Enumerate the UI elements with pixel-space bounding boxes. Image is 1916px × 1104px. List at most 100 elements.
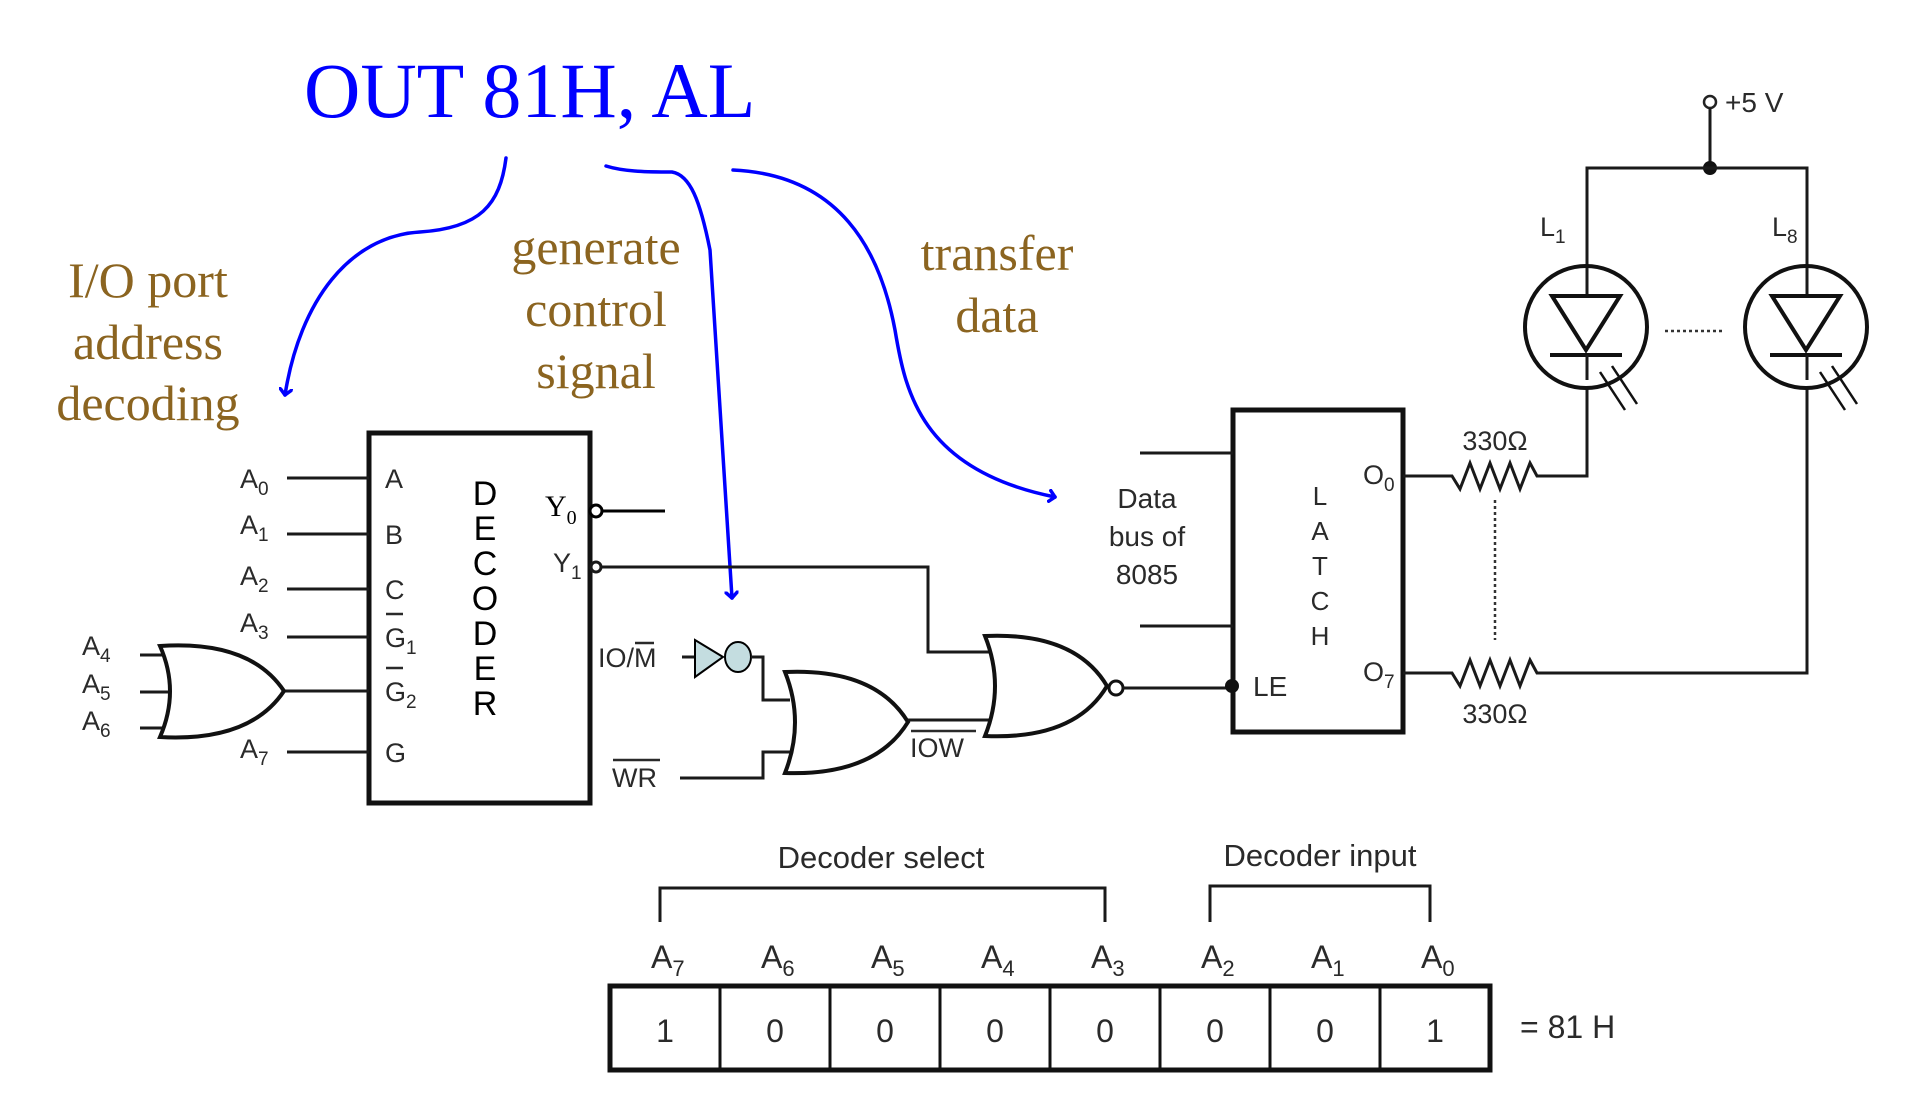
light-ray-icon — [1610, 365, 1639, 405]
decoder-title: D E C O D E R — [472, 475, 498, 723]
annotation-line: generate — [511, 219, 680, 275]
arrow-to-decoder — [285, 156, 508, 397]
bit-value: 0 — [1096, 1013, 1114, 1049]
decoder-letter: R — [473, 685, 498, 723]
bit-header: A6 — [761, 939, 795, 981]
io-m-label: IO/M — [598, 643, 657, 673]
resistor-label: 330Ω — [1462, 426, 1527, 456]
signal-label: A3 — [240, 608, 269, 644]
signal-label: A6 — [82, 706, 111, 742]
wr-label: WR — [612, 763, 657, 793]
wire-inv-to-or — [751, 655, 790, 702]
diode-icon — [1768, 294, 1844, 354]
arrow-to-control — [604, 164, 732, 600]
pin-label: A — [385, 464, 403, 494]
annotation-transfer-data: transfer data — [921, 225, 1074, 343]
resistor-label: 330Ω — [1462, 699, 1527, 729]
bit-header: A0 — [1421, 939, 1455, 981]
annotation-line: transfer — [921, 225, 1074, 281]
annotation-line: decoding — [56, 375, 239, 431]
or-gate-iow — [782, 669, 911, 776]
group-label-input: Decoder input — [1223, 838, 1416, 873]
data-bus-label: 8085 — [1116, 559, 1178, 590]
bit-header: A1 — [1311, 939, 1345, 981]
instruction-title: OUT 81H, AL — [304, 47, 755, 134]
resistor-zigzag — [1403, 380, 1809, 691]
decoder-box — [366, 430, 593, 806]
bit-header: A2 — [1201, 939, 1235, 981]
latch-output-label: O0 — [1363, 460, 1395, 496]
control-logic: IO/M WR IOW — [598, 633, 1239, 793]
latch-letter: T — [1312, 551, 1328, 581]
led-label: L8 — [1772, 212, 1798, 248]
supply-label: +5 V — [1725, 87, 1784, 118]
decoder-letter: O — [472, 580, 498, 618]
or-gate-shape — [157, 643, 287, 740]
or-gate-a4-a6: A4 A5 A6 — [82, 631, 287, 742]
annotation-line: signal — [536, 343, 655, 399]
signal-label: A2 — [240, 561, 269, 597]
bit-value: 0 — [876, 1013, 894, 1049]
inverter-bubble — [724, 641, 752, 673]
data-bus-label: bus of — [1109, 521, 1185, 552]
bit-header: A7 — [651, 939, 685, 981]
decoder-inputs: A0 A A1 B A2 C A3 G1 G2 A7 G — [240, 464, 417, 770]
pin-label: C — [385, 575, 405, 605]
led-l1: L1 — [1523, 212, 1649, 411]
supply-rail — [1585, 166, 1809, 268]
annotation-control-signal: generate control signal — [511, 219, 680, 399]
bit-header: A4 — [981, 939, 1015, 981]
bit-header: A5 — [871, 939, 905, 981]
output-label-y0: Y0 — [545, 490, 577, 529]
arrow-to-data-bus — [731, 168, 1057, 497]
latch-letter: C — [1311, 586, 1330, 616]
decoder-letter: D — [473, 615, 498, 653]
bit-value: 1 — [656, 1013, 674, 1049]
data-bus-label: Data — [1117, 483, 1177, 514]
bit-headers: A7 A6 A5 A4 A3 A2 A1 A0 — [651, 939, 1455, 981]
annotation-line: control — [525, 281, 667, 337]
bit-value: 1 — [1426, 1013, 1444, 1049]
inverter-triangle — [694, 638, 725, 679]
light-ray-icon — [1598, 371, 1627, 411]
bit-value: 0 — [766, 1013, 784, 1049]
iow-label: IOW — [910, 733, 965, 763]
latch: Data bus of 8085 L A T C H LE O0 O7 — [1109, 407, 1406, 735]
decoder-letter: D — [473, 475, 498, 513]
latch-letter: H — [1311, 621, 1330, 651]
decoder-letter: C — [473, 545, 498, 583]
wire-wr-to-or — [680, 750, 790, 780]
bit-header: A3 — [1091, 939, 1125, 981]
pin-label: B — [385, 520, 403, 550]
le-label: LE — [1253, 671, 1287, 702]
bit-value: 0 — [1206, 1013, 1224, 1049]
light-ray-icon — [1818, 371, 1847, 411]
decoder-outputs: Y0 Y1 — [545, 490, 990, 654]
pin-label: G1 — [385, 623, 417, 659]
supply-terminal — [1702, 94, 1718, 110]
pin-label: G2 — [385, 677, 417, 713]
resistor-r7: 330Ω — [1403, 380, 1809, 729]
bit-value: 0 — [1316, 1013, 1334, 1049]
resistor-zigzag — [1403, 380, 1589, 494]
y0-bubble — [588, 503, 604, 519]
decoder-letter: E — [474, 650, 497, 688]
table-result: = 81 H — [1520, 1009, 1615, 1045]
decoder-letter: E — [474, 510, 497, 548]
diode-icon — [1548, 294, 1624, 354]
signal-label: A4 — [82, 631, 111, 667]
latch-output-label: O7 — [1363, 657, 1395, 693]
nor-bubble — [1107, 679, 1125, 697]
bracket-select — [658, 886, 1107, 922]
led-l8: L8 — [1743, 212, 1869, 411]
pin-label: G — [385, 738, 406, 768]
resistor-r0: 330Ω — [1403, 380, 1589, 494]
annotation-address-decoding: I/O port address decoding — [56, 252, 239, 431]
latch-box — [1230, 407, 1406, 735]
latch-letter: L — [1313, 481, 1327, 511]
signal-label: A1 — [240, 510, 269, 546]
bit-value: 0 — [986, 1013, 1004, 1049]
annotation-line: data — [955, 287, 1038, 343]
